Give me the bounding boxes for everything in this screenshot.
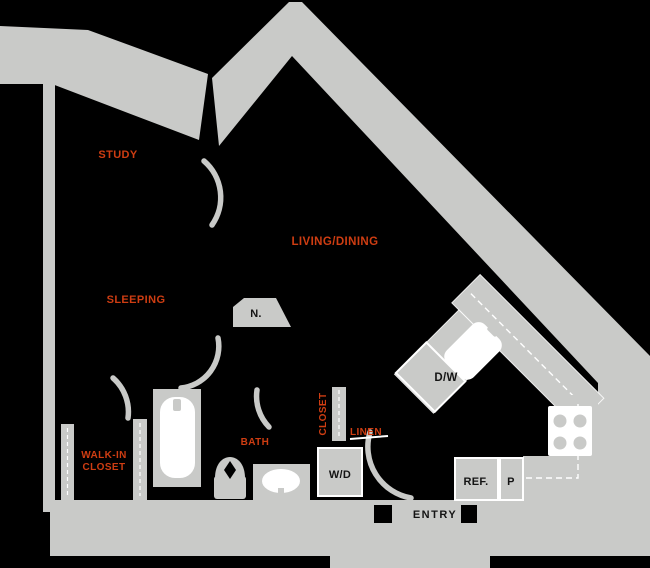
study-door-arc [201, 158, 224, 228]
linen-label: LINEN [350, 427, 382, 438]
entry-jamb-left [374, 505, 392, 523]
kitchen-faucet-icon [487, 322, 502, 337]
burner-icon [553, 414, 567, 428]
sink-faucet-icon [278, 488, 284, 499]
burner-icon [573, 436, 587, 450]
toilet-icon [214, 457, 246, 499]
walk-in-closet-door-arc [110, 375, 132, 421]
wall-bottom-right [462, 500, 598, 512]
room-labels: STUDY LIVING/DINING SLEEPING BATH WALK-I… [81, 149, 382, 473]
sleeping-label: SLEEPING [107, 294, 166, 306]
stove-icon [548, 406, 592, 456]
refrigerator-label: REF. [463, 476, 488, 488]
study-label: STUDY [98, 149, 138, 161]
dishwasher-icon [394, 341, 467, 414]
pantry-label: P [507, 476, 515, 488]
entry-jamb-right [461, 505, 477, 523]
compass-label: N. [250, 308, 262, 320]
living-dining-label: LIVING/DINING [292, 236, 379, 248]
bathroom-fixtures [153, 389, 363, 500]
wall-bottom-left [43, 500, 392, 512]
walk-in-closet-label-line1: WALK-IN [81, 450, 127, 461]
entry-label: ENTRY [413, 509, 457, 521]
walk-in-closet-label-line2: CLOSET [83, 462, 126, 473]
toilet-seat-mark [224, 461, 236, 479]
stove-top [548, 406, 592, 456]
bathtub-faucet-icon [173, 399, 181, 411]
fixture-labels: D/W W/D REF. P ENTRY [329, 372, 515, 521]
entry-threshold [392, 500, 462, 512]
refrigerator-icon [454, 457, 499, 501]
corridor-stem [330, 556, 490, 568]
door-arcs [110, 158, 414, 501]
toilet-tank [214, 476, 246, 499]
sink-basin [262, 469, 300, 493]
wall-roof-left [0, 26, 208, 140]
linen-shelf-line [349, 435, 389, 440]
bathtub-icon [153, 389, 201, 487]
washer-dryer-label: W/D [329, 469, 351, 481]
compass: N. [233, 298, 291, 327]
dishwasher-label: D/W [434, 372, 457, 384]
sleeping-door-arc [178, 335, 222, 391]
wall-left [43, 78, 55, 512]
entry-door-arc [365, 429, 414, 501]
bathtub-basin [160, 397, 195, 478]
bath-door-arc [253, 387, 272, 430]
bath-sink-icon [253, 464, 310, 500]
kitchen-sink-icon [444, 322, 502, 380]
kitchen-angled-counter [393, 273, 605, 428]
bath-label: BATH [241, 437, 270, 448]
wardrobe-strip-left [61, 424, 74, 500]
closet-label: CLOSET [318, 393, 329, 436]
washer-dryer-icon [317, 447, 363, 497]
compass-icon [233, 298, 291, 327]
wall-roof-right [212, 2, 650, 512]
counter-dash-line [470, 293, 587, 410]
burner-icon [573, 414, 587, 428]
kitchen [393, 273, 605, 501]
pantry-icon [499, 457, 524, 501]
corridor-slab [50, 512, 650, 556]
burner-icon [553, 436, 567, 450]
closets [61, 387, 389, 500]
